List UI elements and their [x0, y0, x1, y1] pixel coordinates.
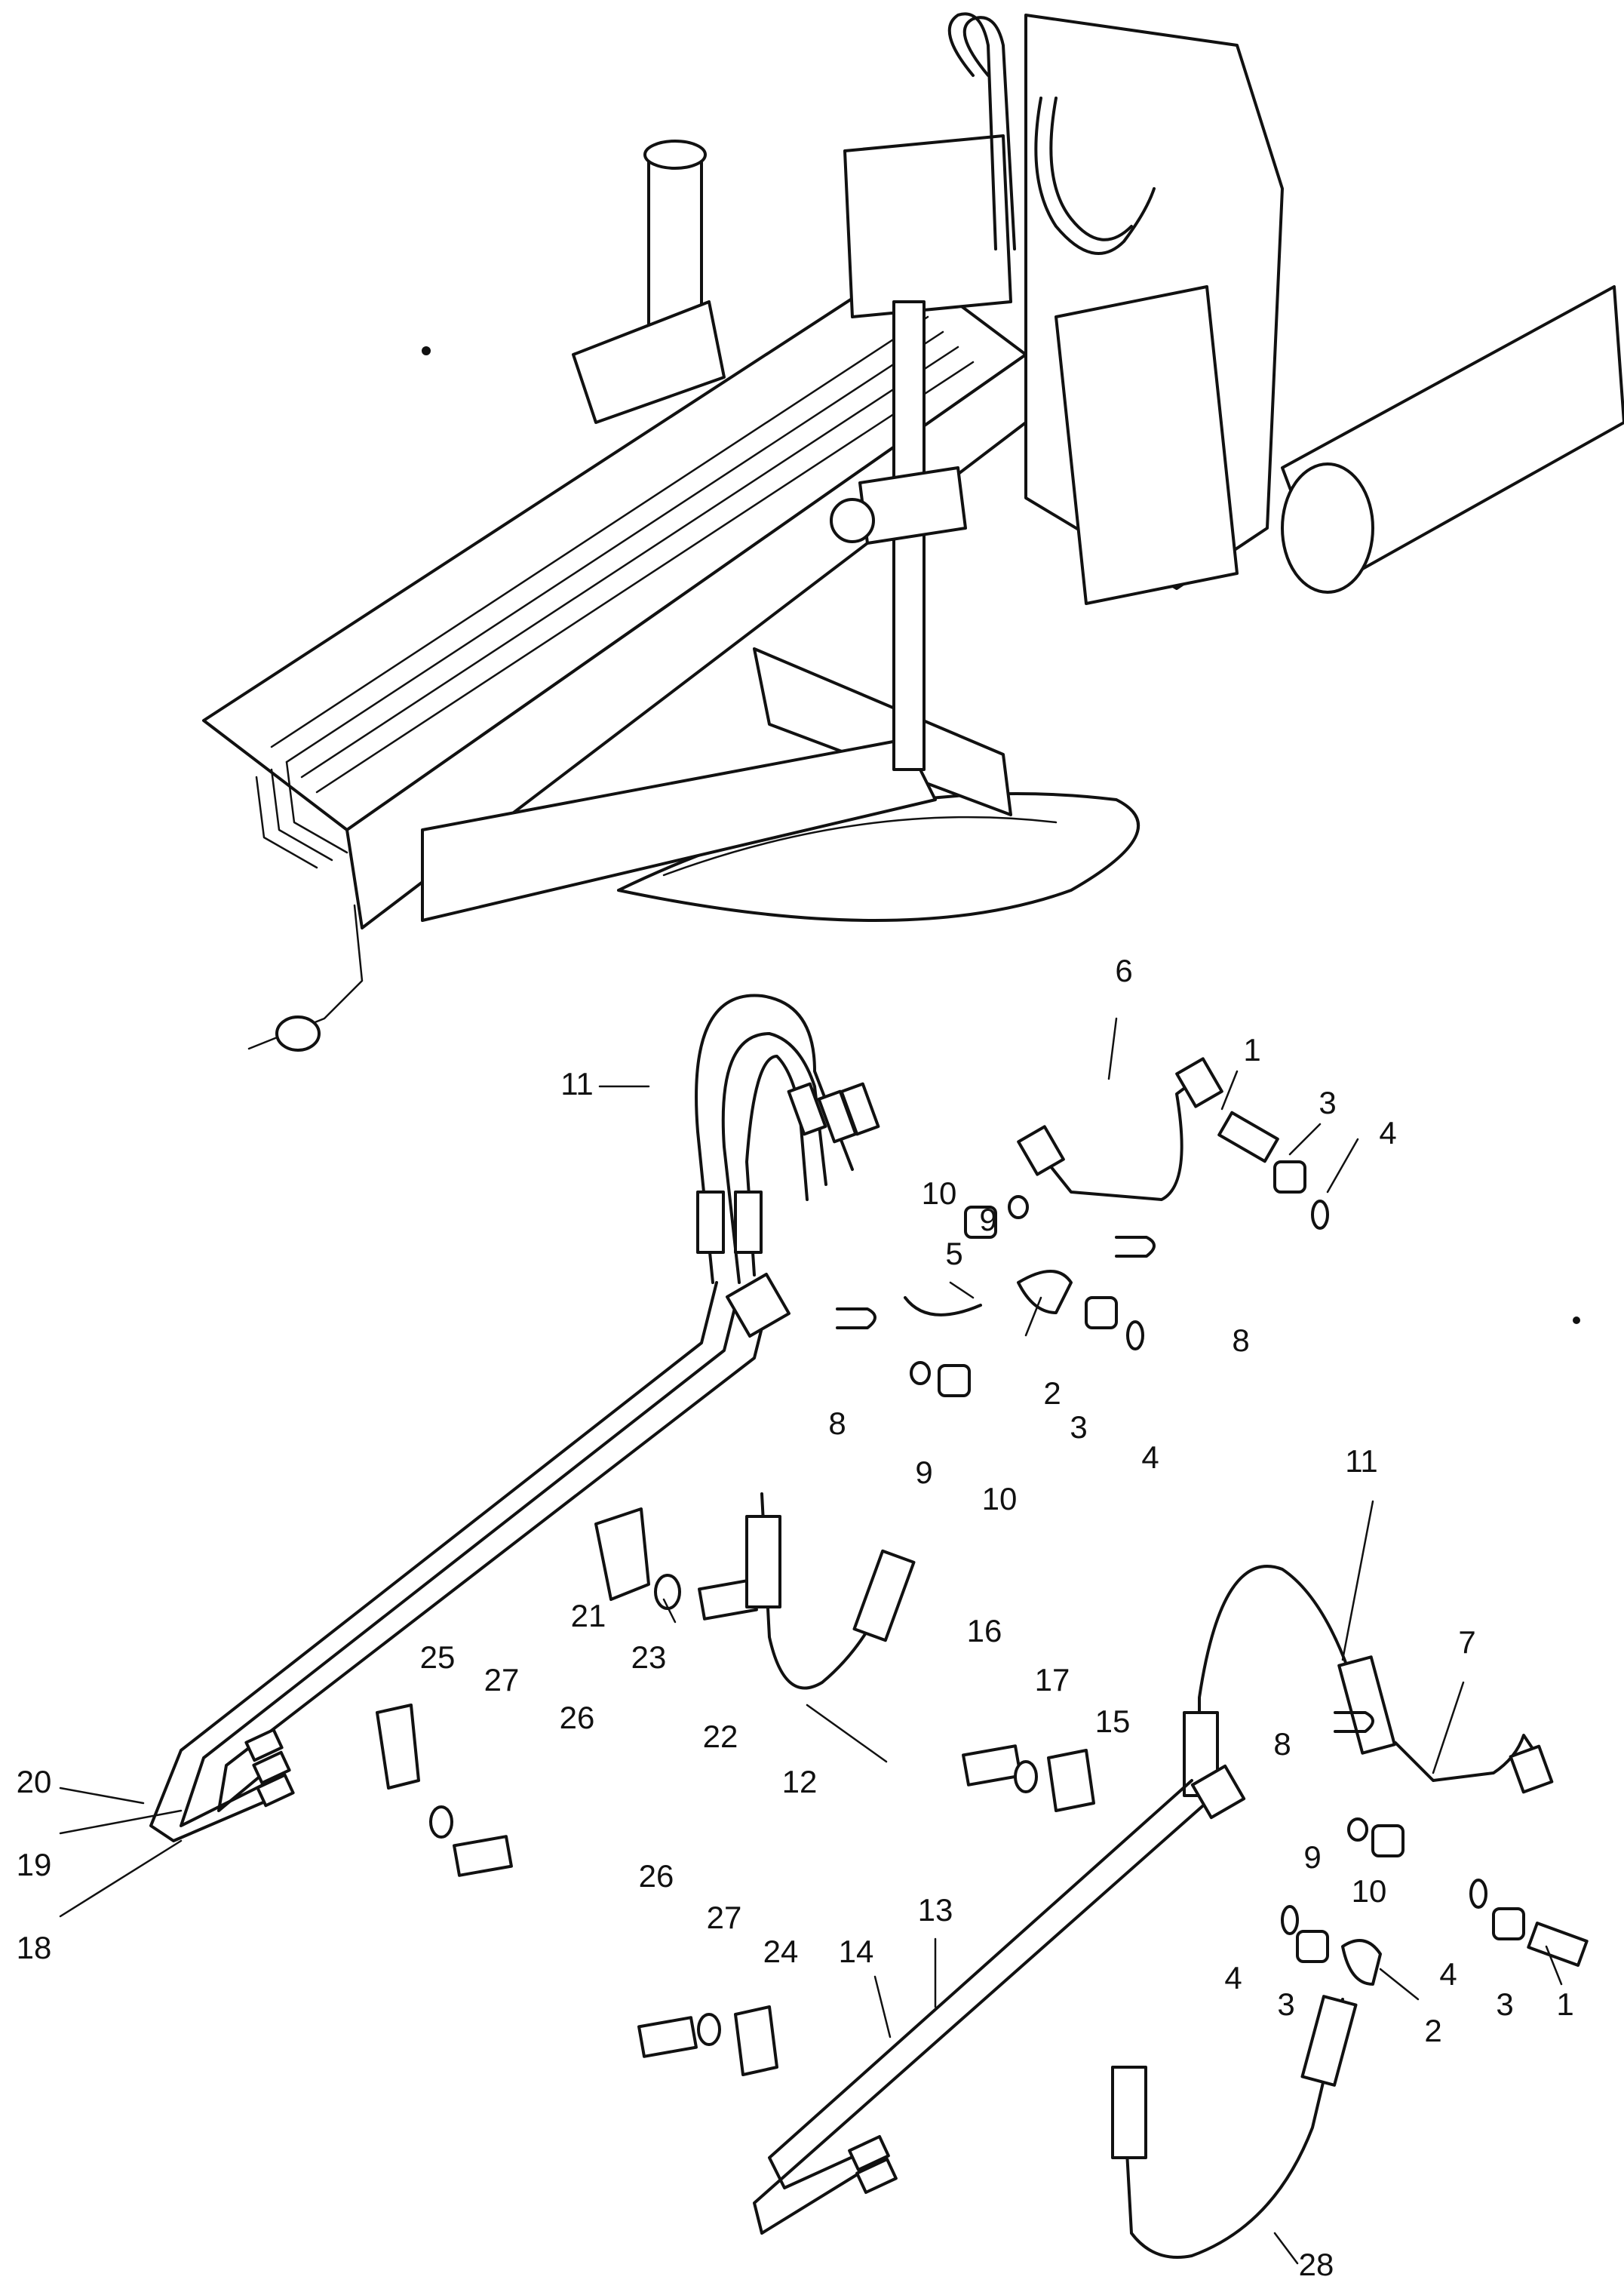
callout-25: 25	[420, 1639, 456, 1675]
callout-12: 12	[782, 1764, 818, 1799]
callout-28: 28	[1299, 2247, 1334, 2282]
callout-26: 26	[560, 1700, 595, 1735]
callout-23: 23	[631, 1639, 667, 1675]
callout-4: 4	[1141, 1439, 1159, 1475]
callout-6: 6	[1115, 953, 1132, 988]
callout-17: 17	[1035, 1662, 1070, 1697]
callout-27: 27	[707, 1900, 742, 1935]
callout-10: 10	[922, 1175, 957, 1211]
callout-labels: 1 1 2 2 3 3 3 3 4 4 4 4 5 6 7 8 8 8 9 9 …	[17, 953, 1574, 2282]
callout-1: 1	[1556, 1986, 1573, 2022]
callout-3: 3	[1277, 1986, 1294, 2022]
callout-11: 11	[1345, 1443, 1378, 1479]
callout-8: 8	[1232, 1323, 1249, 1358]
callout-1: 1	[1243, 1032, 1260, 1068]
callout-16: 16	[967, 1613, 1002, 1648]
callout-10: 10	[1352, 1873, 1387, 1909]
upper-piping-assembly	[149, 994, 1329, 1877]
callout-10: 10	[982, 1481, 1018, 1516]
callout-3: 3	[1496, 1986, 1513, 2022]
leader-lines	[59, 1017, 1563, 2265]
callout-14: 14	[839, 1934, 874, 1969]
callout-5: 5	[945, 1236, 962, 1271]
callout-26: 26	[639, 1858, 674, 1894]
callout-8: 8	[828, 1406, 846, 1441]
callout-21: 21	[571, 1598, 606, 1633]
callout-15: 15	[1095, 1704, 1131, 1739]
callout-2: 2	[1424, 2013, 1441, 2048]
callout-27: 27	[484, 1662, 520, 1697]
callout-3: 3	[1070, 1409, 1087, 1445]
callout-13: 13	[918, 1892, 953, 1928]
callout-4: 4	[1439, 1956, 1457, 1992]
callout-9: 9	[1303, 1839, 1321, 1875]
callout-4: 4	[1224, 1960, 1242, 1996]
callout-19: 19	[17, 1847, 52, 1882]
callout-11: 11	[560, 1066, 594, 1101]
callout-20: 20	[17, 1764, 52, 1799]
callout-8: 8	[1273, 1726, 1291, 1762]
callout-9: 9	[979, 1202, 996, 1237]
callout-2: 2	[1043, 1375, 1061, 1411]
lower-piping-assembly	[637, 1317, 1589, 2259]
callout-9: 9	[915, 1455, 932, 1490]
machine-assembly	[202, 12, 1624, 1052]
callout-4: 4	[1379, 1115, 1396, 1151]
callout-18: 18	[17, 1930, 52, 1965]
callout-3: 3	[1319, 1085, 1336, 1120]
callout-7: 7	[1458, 1624, 1475, 1660]
callout-24: 24	[763, 1934, 799, 1969]
callout-22: 22	[703, 1719, 738, 1754]
